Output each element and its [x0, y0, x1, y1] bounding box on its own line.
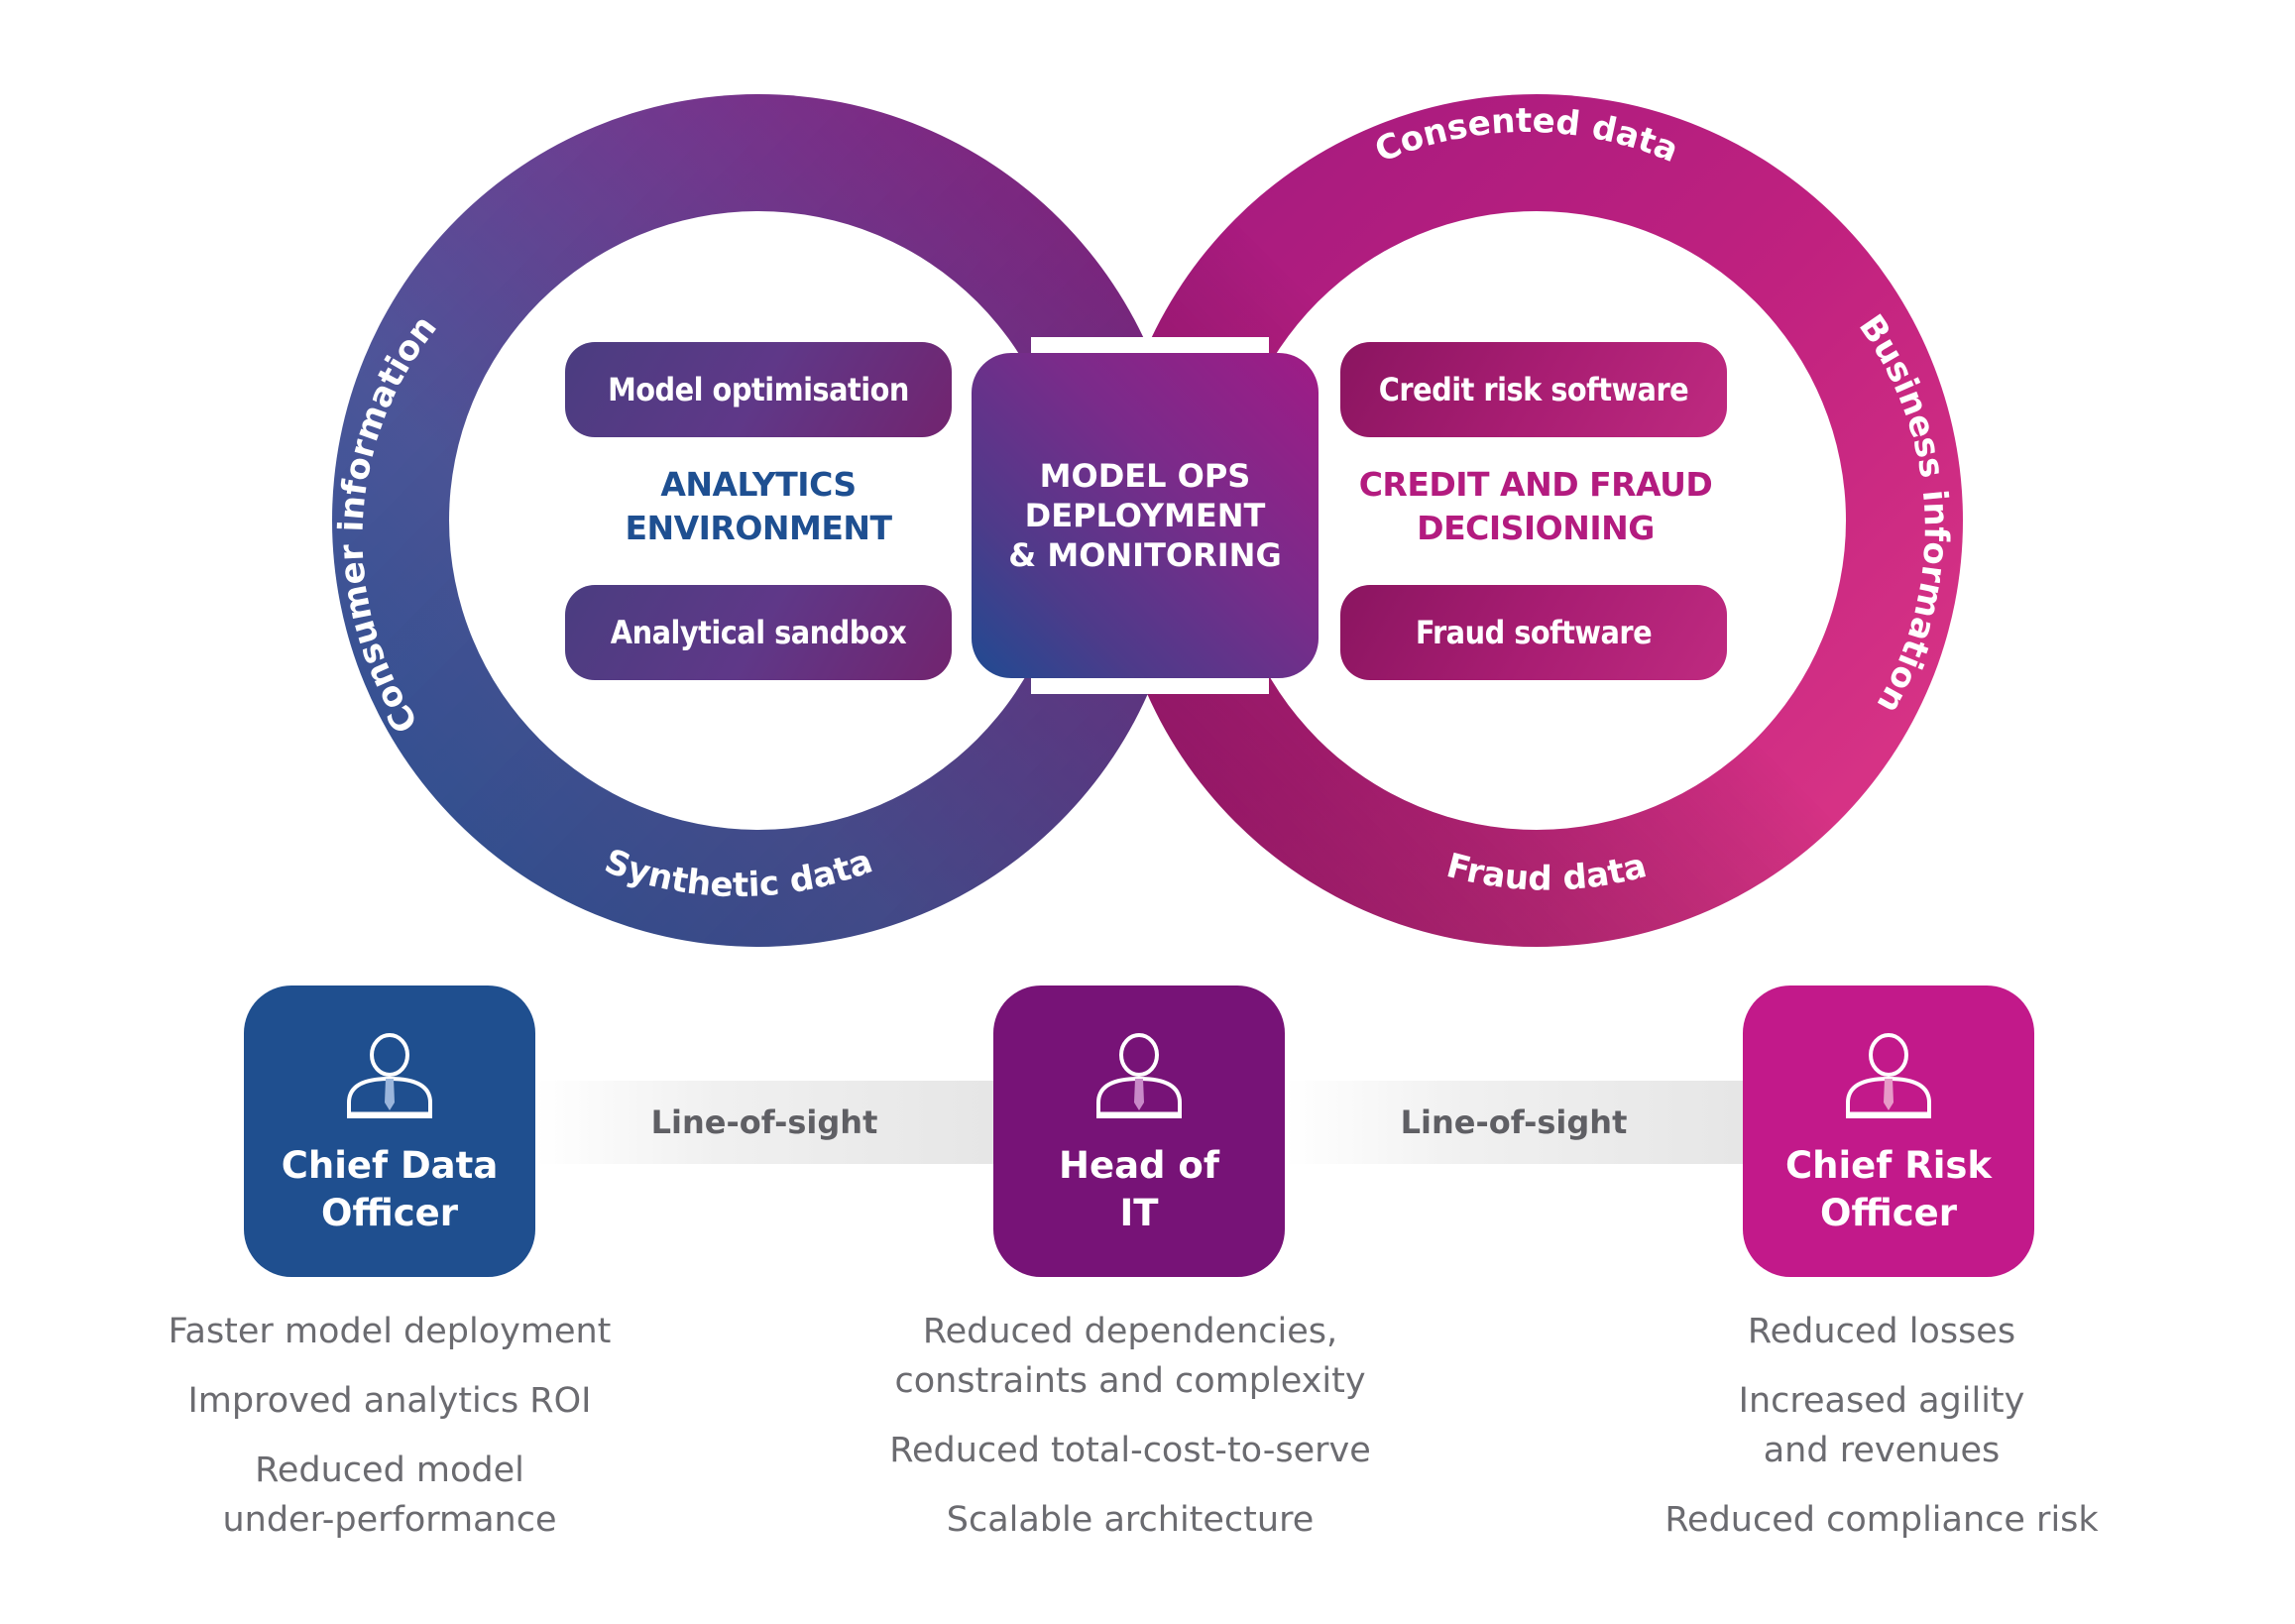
- pill-label: Fraud software: [1415, 614, 1653, 651]
- center-line: DEPLOYMENT: [1024, 497, 1266, 534]
- pill-model-optimisation: Model optimisation: [565, 342, 952, 437]
- center-line: MODEL OPS: [1039, 457, 1251, 495]
- pill-credit-risk-software: Credit risk software: [1340, 342, 1727, 437]
- person-icon: [347, 1033, 432, 1118]
- pill-fraud-software: Fraud software: [1340, 585, 1727, 680]
- name-line: Chief Data: [281, 1144, 499, 1187]
- right-ring: [1110, 94, 1963, 947]
- benefits-chief-data-officer: Faster model deployment Improved analyti…: [112, 1307, 667, 1545]
- line-of-sight-band-1: Line-of-sight: [535, 1081, 993, 1164]
- pill-label: Analytical sandbox: [610, 614, 907, 651]
- name-line: Officer: [1820, 1192, 1957, 1234]
- benefit-item: Reduced model under-performance: [222, 1450, 557, 1540]
- benefit-item: Reduced total-cost-to-serve: [889, 1431, 1371, 1470]
- persona-chief-risk-officer: Chief Risk Officer: [1743, 986, 2034, 1277]
- analytics-environment-title: ANALYTICS ENVIRONMENT: [560, 463, 957, 550]
- title-line: DECISIONING: [1417, 509, 1655, 547]
- pill-label: Credit risk software: [1378, 371, 1689, 408]
- pill-analytical-sandbox: Analytical sandbox: [565, 585, 952, 680]
- benefit-item: Reduced losses: [1747, 1312, 2016, 1351]
- title-line: ANALYTICS: [660, 465, 857, 504]
- persona-name: Chief Risk Officer: [1785, 1142, 1992, 1237]
- left-ring: [332, 94, 1185, 947]
- model-ops-box: MODEL OPS DEPLOYMENT & MONITORING: [972, 353, 1319, 678]
- persona-head-of-it: Head of IT: [993, 986, 1285, 1277]
- benefit-item: Faster model deployment: [168, 1312, 612, 1351]
- credit-fraud-decisioning-title: CREDIT AND FRAUD DECISIONING: [1337, 463, 1734, 550]
- name-line: Head of: [1059, 1144, 1219, 1187]
- benefit-item: Reduced compliance risk: [1664, 1500, 2099, 1540]
- title-line: CREDIT AND FRAUD: [1358, 465, 1713, 504]
- name-line: IT: [1119, 1192, 1159, 1234]
- center-line: & MONITORING: [1008, 536, 1282, 574]
- line-of-sight-band-2: Line-of-sight: [1285, 1081, 1743, 1164]
- benefits-head-of-it: Reduced dependencies, constraints and co…: [853, 1307, 1408, 1565]
- persona-name: Head of IT: [1059, 1142, 1219, 1237]
- infinity-loop-diagram: Consumer information Synthetic data Cons…: [331, 94, 1963, 947]
- name-line: Officer: [321, 1192, 458, 1234]
- benefit-item: Scalable architecture: [946, 1500, 1315, 1540]
- benefit-item: Improved analytics ROI: [187, 1381, 592, 1421]
- person-icon: [1846, 1033, 1931, 1118]
- benefit-item: Increased agility and revenues: [1738, 1381, 2025, 1470]
- person-icon: [1096, 1033, 1182, 1118]
- benefit-item: Reduced dependencies, constraints and co…: [894, 1312, 1366, 1401]
- benefits-chief-risk-officer: Reduced losses Increased agility and rev…: [1604, 1307, 2159, 1565]
- name-line: Chief Risk: [1784, 1144, 1993, 1187]
- pill-label: Model optimisation: [608, 371, 909, 408]
- title-line: ENVIRONMENT: [625, 509, 892, 547]
- line-of-sight-label: Line-of-sight: [650, 1103, 878, 1141]
- line-of-sight-label: Line-of-sight: [1400, 1103, 1628, 1141]
- persona-name: Chief Data Officer: [282, 1142, 499, 1237]
- persona-chief-data-officer: Chief Data Officer: [244, 986, 535, 1277]
